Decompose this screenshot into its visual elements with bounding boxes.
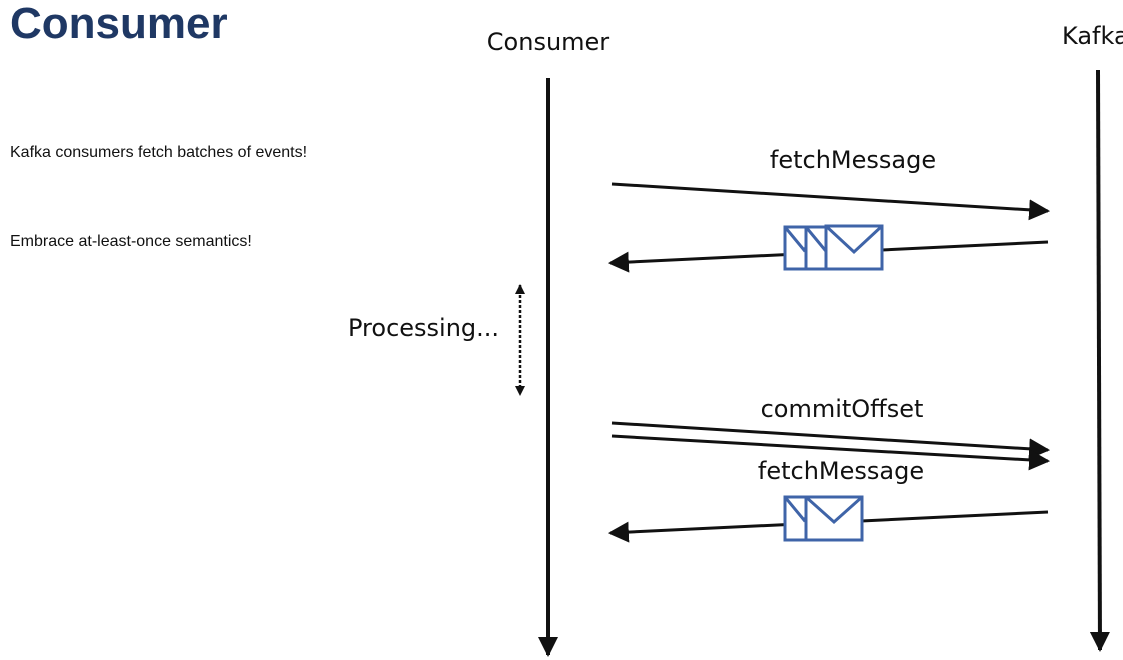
commit-offset-label: commitOffset bbox=[761, 395, 924, 423]
bullet-fetch-batches: Kafka consumers fetch batches of events! bbox=[10, 144, 308, 161]
page-title: Consumer bbox=[10, 0, 228, 48]
kafka-lifeline-label: Kafka bbox=[1062, 22, 1123, 50]
envelope-icon bbox=[824, 224, 884, 271]
commit-offset-arrow bbox=[611, 421, 1051, 460]
processing-label: Processing... bbox=[348, 314, 499, 342]
envelope-icon bbox=[804, 495, 864, 542]
bullet-at-least-once: Embrace at-least-once semantics! bbox=[10, 233, 252, 250]
fetch-message-label-2: fetchMessage bbox=[758, 457, 924, 485]
fetch-message-label-1: fetchMessage bbox=[770, 146, 936, 174]
fetch-message-arrow-1 bbox=[611, 182, 1051, 221]
envelope-batch-1 bbox=[783, 224, 884, 271]
fetch-message-arrow-2 bbox=[611, 434, 1051, 471]
consumer-lifeline-label: Consumer bbox=[487, 28, 610, 56]
envelope-batch-2 bbox=[783, 495, 864, 542]
kafka-lifeline bbox=[1089, 69, 1110, 652]
